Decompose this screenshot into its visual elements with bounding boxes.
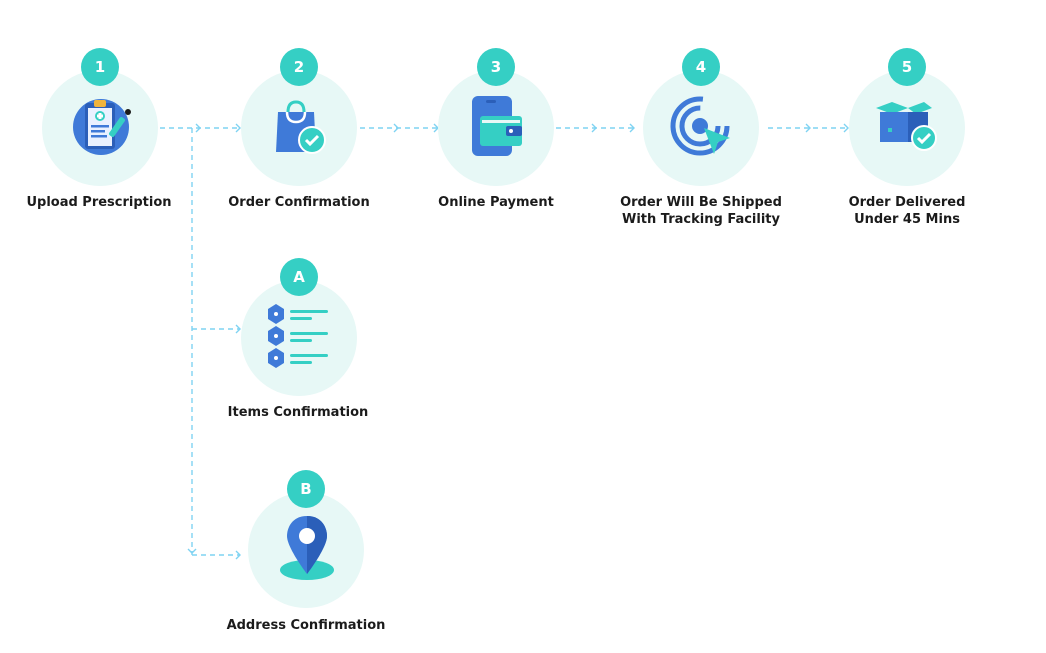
step-halo: [241, 280, 357, 396]
shopping-bag-check-icon: [276, 100, 326, 154]
step-label-line2: With Tracking Facility: [622, 212, 780, 227]
step-label-line1: Order Delivered: [848, 195, 966, 210]
step-label: Address Confirmation: [226, 618, 386, 633]
step-badge: A: [280, 258, 318, 296]
step-label-line1: Order Will Be Shipped: [620, 195, 782, 210]
checklist-icon: [268, 304, 328, 368]
step-badge: 1: [81, 48, 119, 86]
step-label: Order Confirmation: [228, 195, 370, 210]
step-badge: 5: [888, 48, 926, 86]
step-label: Online Payment: [438, 195, 554, 210]
box-check-icon: [876, 102, 937, 151]
step-label: Items Confirmation: [227, 405, 369, 420]
target-tracking-icon: [670, 96, 730, 156]
wallet-phone-icon: [472, 96, 522, 156]
step-label: Order Will Be Shipped With Tracking Faci…: [611, 194, 791, 228]
clipboard-prescription-icon: [73, 99, 131, 155]
step-badge: 3: [477, 48, 515, 86]
step-label: Upload Prescription: [26, 195, 172, 210]
step-label: Order Delivered Under 45 Mins: [817, 194, 997, 228]
step-badge: B: [287, 470, 325, 508]
location-pin-icon: [280, 516, 334, 580]
step-label-line2: Under 45 Mins: [854, 212, 960, 227]
step-badge: 4: [682, 48, 720, 86]
step-badge: 2: [280, 48, 318, 86]
